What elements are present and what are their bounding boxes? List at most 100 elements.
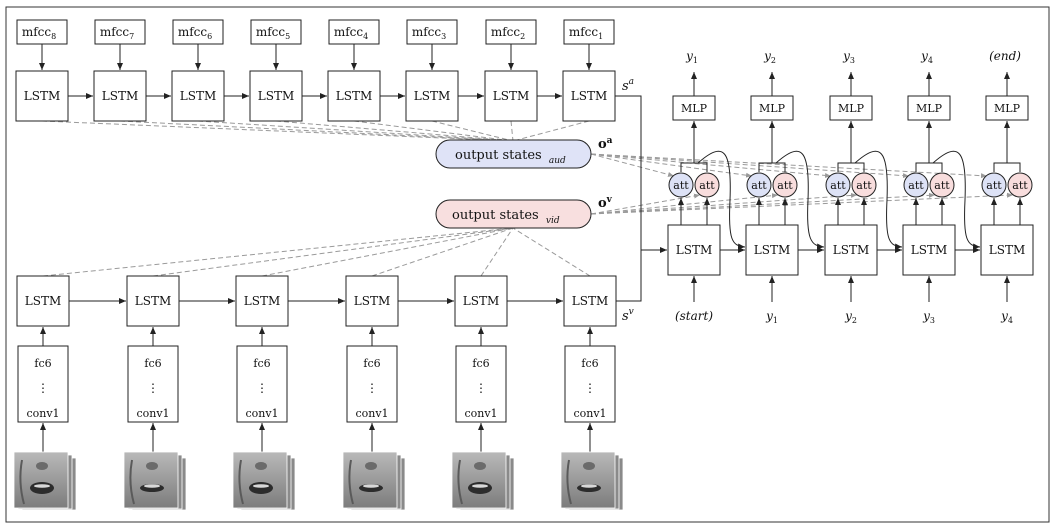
mfcc-input-box	[172, 19, 224, 45]
svg-text:output states aud: output states aud	[455, 148, 566, 166]
audio-att-node	[746, 172, 772, 198]
video-att-node	[1007, 172, 1033, 198]
audio-att-node	[825, 172, 851, 198]
decoder-lstm-cell	[667, 224, 721, 276]
mouth-frame-stack	[123, 451, 187, 511]
cnn-dots-label: ⋮	[147, 381, 159, 395]
cnn-block	[236, 345, 288, 423]
audio-lstm-label: LSTM	[102, 89, 138, 103]
cnn-fc6-label: fc6	[363, 357, 380, 370]
audio-lstm-label: LSTM	[336, 89, 372, 103]
mfcc-input-label: mfcc1	[569, 25, 603, 41]
mfcc-input-box	[485, 19, 537, 45]
mfcc-input-label: mfcc2	[491, 25, 525, 41]
cnn-fc6-label: fc6	[253, 357, 270, 370]
cnn-block	[127, 345, 179, 423]
cnn-dots-label: ⋮	[584, 381, 596, 395]
mlp-label: MLP	[838, 102, 865, 115]
video-attention-dash	[590, 192, 1014, 215]
mouth-frame-stack	[13, 451, 77, 511]
video-att-label: att	[934, 179, 950, 192]
decoder-output-label: y3	[842, 49, 855, 65]
video-to-output-dash	[261, 227, 514, 277]
mouth-frame-stack	[560, 451, 624, 511]
mfcc-input-label: mfcc3	[412, 25, 446, 41]
mlp-label: MLP	[994, 102, 1021, 115]
audio-lstm-cell	[327, 70, 381, 122]
cnn-conv1-label: conv1	[245, 407, 278, 420]
video-attention-dash	[590, 192, 936, 215]
video-lstm-label: LSTM	[572, 294, 608, 308]
video-attention-dash	[590, 192, 858, 215]
video-to-output-dash	[480, 227, 514, 277]
cnn-block	[455, 345, 507, 423]
video-att-label: att	[777, 179, 793, 192]
audio-att-node	[668, 172, 694, 198]
mfcc-input-label: mfcc8	[22, 25, 56, 41]
audio-lstm-cell	[249, 70, 303, 122]
mlp-label: MLP	[681, 102, 708, 115]
mfcc-input-label: mfcc5	[256, 25, 290, 41]
video-att-label: att	[856, 179, 872, 192]
cnn-block	[346, 345, 398, 423]
video-attention-dash	[590, 193, 779, 215]
decoder-input-label: y2	[844, 309, 857, 325]
cnn-dots-label: ⋮	[366, 381, 378, 395]
audio-to-output-dash	[275, 120, 514, 142]
mfcc-input-label: mfcc6	[178, 25, 212, 41]
audio-lstm-cell	[93, 70, 147, 122]
decoder-output-label: y4	[920, 49, 933, 65]
audio-to-output-dash	[119, 120, 514, 142]
video-to-output-dash	[371, 227, 514, 277]
audio-lstm-cell	[15, 70, 69, 122]
audio-output-states-sub: aud	[549, 156, 566, 166]
decoder-lstm-label: LSTM	[754, 243, 790, 257]
decoder-lstm-label: LSTM	[833, 243, 869, 257]
decoder-input-label: (start)	[675, 309, 713, 323]
video-att-node	[694, 172, 720, 198]
cnn-fc6-label: fc6	[472, 357, 489, 370]
audio-attention-dash	[590, 153, 675, 177]
mfcc-input-box	[94, 19, 146, 45]
audio-to-output-dash	[41, 120, 514, 142]
decoder-input-label: y4	[1000, 309, 1013, 325]
decoder-lstm-label: LSTM	[989, 243, 1025, 257]
video-att-node	[851, 172, 877, 198]
cnn-fc6-label: fc6	[144, 357, 161, 370]
mfcc-input-label: mfcc4	[334, 25, 368, 41]
mfcc-input-box	[563, 19, 615, 45]
audio-state-label: sa	[622, 77, 634, 94]
mlp-label: MLP	[759, 102, 786, 115]
video-att-node	[772, 172, 798, 198]
decoder-output-label: y1	[685, 49, 698, 65]
video-to-output-dash	[42, 227, 514, 277]
audio-to-output-dash	[512, 120, 590, 142]
svg-text:output states vid: output states vid	[452, 208, 560, 226]
video-output-vector-label: ov	[598, 195, 613, 211]
mfcc-input-box	[250, 19, 302, 45]
cnn-conv1-label: conv1	[464, 407, 497, 420]
video-lstm-cell	[454, 275, 508, 327]
audio-att-label: att	[751, 179, 767, 192]
connection-arrows	[39, 44, 1023, 455]
mlp-label: MLP	[916, 102, 943, 115]
audio-lstm-label: LSTM	[414, 89, 450, 103]
audio-att-label: att	[830, 179, 846, 192]
audio-attention-dash	[590, 153, 910, 179]
video-to-output-dash	[512, 227, 591, 277]
mlp-box	[907, 95, 951, 121]
audio-attention-dash	[590, 153, 832, 178]
decoder-input-label: y3	[922, 309, 935, 325]
audio-output-vector-label: oa	[598, 136, 613, 152]
audio-encoder: mfcc8LSTMmfcc7LSTMmfcc6LSTMmfcc5LSTMmfcc…	[15, 19, 616, 122]
video-lstm-cell	[345, 275, 399, 327]
cnn-conv1-label: conv1	[573, 407, 606, 420]
audio-lstm-label: LSTM	[258, 89, 294, 103]
decoder-lstm-label: LSTM	[676, 243, 712, 257]
mlp-box	[985, 95, 1029, 121]
audio-att-node	[903, 172, 929, 198]
video-lstm-label: LSTM	[463, 294, 499, 308]
video-lstm-label: LSTM	[135, 294, 171, 308]
decoder-lstm-cell	[980, 224, 1034, 276]
